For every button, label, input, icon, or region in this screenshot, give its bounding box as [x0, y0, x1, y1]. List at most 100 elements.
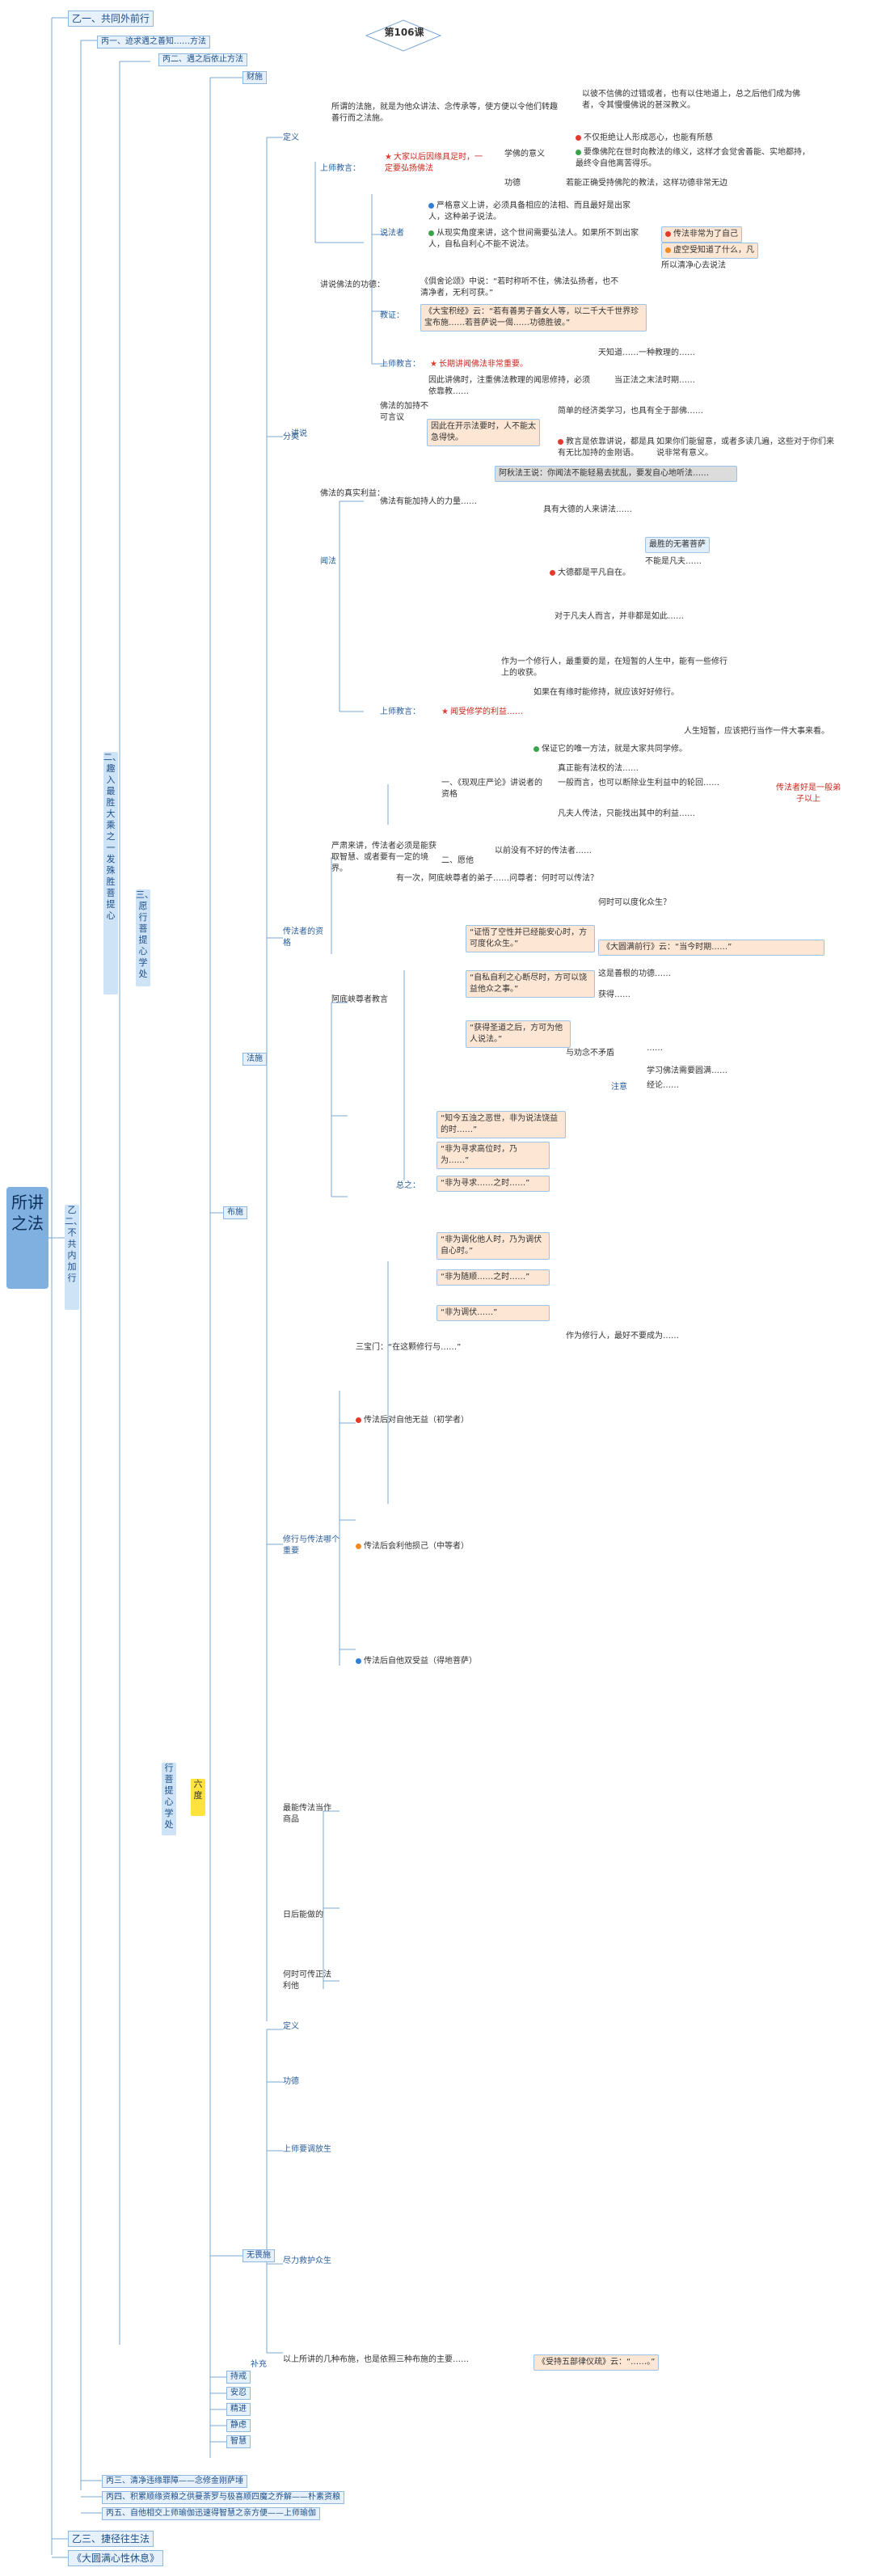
green-bullet-icon [576, 149, 581, 155]
node-anren[interactable]: 安忍 [226, 2387, 251, 2400]
root-label: 所讲之法 [11, 1193, 44, 1233]
node-adixia[interactable]: 阿底峡尊者教言 [331, 995, 388, 1004]
text-yishang: 以上所讲的几种布施，也是依照三种布施的主要…… [283, 2355, 469, 2364]
node-xinpu[interactable]: 行菩提心学处 [162, 1763, 176, 1835]
node-book[interactable]: 《大圆满心性休息》 [68, 2550, 164, 2566]
node-wenfa[interactable]: 闻法 [320, 557, 336, 566]
node-ding3[interactable]: 三、愿行菩提心学处 [136, 889, 154, 986]
text-youyici: 有一次，阿底峡尊者的弟子……问尊者：何时可以传法？ [396, 874, 598, 883]
xinpu-label: 行菩提心学处 [164, 1763, 174, 1830]
text-suishun: “非为随顺……之时……” [436, 1269, 550, 1286]
text-dade: 具有大德的人来讲法…… [543, 505, 632, 514]
text-shouchi: 《受持五部律仪疏》云：“……。” [534, 2354, 660, 2371]
blue-bullet-icon [428, 202, 434, 209]
node-zhongdeng[interactable]: 传法后会利他损己（中等者） [356, 1541, 469, 1552]
node-jiangshuo-gongde[interactable]: 讲说佛法的功德： [320, 281, 385, 289]
node-jiachi[interactable]: 佛法的加持不可言议 [380, 402, 428, 422]
node-heshi[interactable]: 何时可传正法利他 [283, 1970, 331, 1991]
node-shuozhe[interactable]: 说法者 [380, 229, 404, 238]
node-bing2[interactable]: 丙二、遇之后依止方法 [158, 53, 247, 66]
node-bing5[interactable]: 丙五、自他相交上师瑜伽迅速得智慧之亲方便——上师瑜伽 [102, 2507, 320, 2520]
node-zhihui[interactable]: 智慧 [226, 2435, 251, 2448]
star-icon: ★ [385, 153, 392, 162]
ding3-label: 三、愿行菩提心学处 [136, 889, 154, 979]
node-zongzhi[interactable]: 总之： [396, 1181, 420, 1190]
node-chijie[interactable]: 持戒 [226, 2371, 251, 2384]
node-caishi[interactable]: 财施 [242, 71, 267, 84]
node-gongde-1[interactable]: 功德 [504, 179, 521, 188]
node-jinglv[interactable]: 静虑 [226, 2419, 251, 2432]
node-dingyi[interactable]: 定义 [283, 133, 299, 142]
node-quannian[interactable]: 与劝念不矛盾 [566, 1049, 614, 1058]
node-jiaozhen[interactable]: 教证： [380, 311, 404, 320]
text-chuanfa-self: 传法非常为了自己 [661, 226, 742, 243]
red-bullet-icon [356, 1417, 361, 1423]
node-jiuhu[interactable]: 尽力救护众生 [283, 2257, 331, 2266]
green-bullet-icon [534, 745, 539, 752]
node-fa[interactable]: 法施 [242, 1053, 267, 1066]
node-six[interactable]: 六度 [191, 1779, 205, 1816]
text-wuzhu: 最胜的无著菩萨 [645, 537, 710, 553]
node-fenlei[interactable]: 分类 [283, 433, 299, 441]
node-yuanta[interactable]: 二、愿他 [441, 856, 474, 865]
text-fofa-liliang: 佛法有能加持人的力量…… [380, 497, 477, 506]
node-bing1[interactable]: 丙一、迹求遇之善知……方法 [97, 36, 210, 49]
node-shangpin[interactable]: 最能传法当作商品 [283, 1804, 331, 1824]
node-xuefo[interactable]: 学佛的意义 [504, 150, 545, 158]
node-wuwei-gongde[interactable]: 功德 [283, 2077, 299, 2086]
node-wuwei[interactable]: 无畏施 [242, 2249, 275, 2262]
text-xunqiu: “非为寻求……之时……” [436, 1176, 550, 1192]
node-jingjin[interactable]: 精进 [226, 2403, 251, 2416]
node-bing3[interactable]: 丙三、清净违缘罪障——念修金刚萨埵 [102, 2475, 247, 2488]
node-zizhe[interactable]: 传法者的资格 [283, 927, 323, 948]
node-chuxue[interactable]: 传法后对自他无益（初学者） [356, 1415, 469, 1426]
text-xiuxing: 作为一个修行人，最重要的是，在短暂的人生中，能有一些修行上的收获。 [501, 657, 728, 678]
text-qingjing: 所以清净心去说法 [661, 261, 726, 270]
text-heshi: 何时可以度化众生？ [598, 898, 671, 907]
node-zhuyi[interactable]: 注意 [611, 1083, 627, 1092]
node-yi2[interactable]: 乙二、不共内加行 [65, 1205, 82, 1310]
text-yiqian: 以前没有不好的传法者…… [495, 847, 592, 855]
red-bullet-icon [550, 569, 555, 576]
node-dedi[interactable]: 传法后自他双受益（得地菩萨） [356, 1656, 477, 1667]
root-node[interactable]: 所讲之法 [6, 1187, 48, 1289]
text-xianshi: 从现实角度来讲，这个世间需要弘法人。如果所不到出家人，自私自利心不能不说法。 [428, 229, 639, 249]
node-yi3[interactable]: 乙三、捷径往生法 [68, 2531, 154, 2547]
text-buneng-fanfu: 不能是凡夫…… [645, 557, 702, 566]
node-zhenshi[interactable]: 佛法的真实利益： [320, 489, 385, 498]
title-diamond [365, 19, 441, 52]
node-shangshen[interactable]: 上师教言： [320, 164, 361, 173]
node-rihou[interactable]: 日后能做的 [283, 1911, 323, 1919]
text-jiandan: 简单的经济类学习，也具有全于部佛…… [558, 407, 703, 416]
text-shangen: 这是善根的功德…… [598, 969, 671, 978]
node-jiangshuo[interactable]: 讲说 [291, 429, 307, 438]
node-jiaoyan-3[interactable]: 上师教言： [380, 707, 420, 716]
star-icon: ★ [430, 360, 437, 369]
text-xuexi: 学习佛法需要圆满…… [647, 1066, 728, 1075]
text-fanfu: 对于凡夫人而言，并非都是如此…… [555, 612, 684, 621]
text-kaishi: 因此在开示法要时，人不能太急得快。 [427, 419, 540, 446]
node-bu[interactable]: 布施 [223, 1206, 247, 1219]
node-bing4[interactable]: 丙四、积累顺缘资粮之供曼荼罗与极喜顺四魔之乔解——朴素资粮 [102, 2491, 344, 2504]
node-xiuxing-chuanfa[interactable]: 修行与传法哪个重要 [283, 1535, 340, 1556]
node-fangsheng[interactable]: 上师要调放生 [283, 2145, 331, 2154]
orange-bullet-icon [356, 1543, 361, 1549]
node-shangshi-2[interactable]: 上师教言： [380, 360, 420, 369]
text-yinci: 因此讲佛时，注重佛法教理的闻思修持，必须依靠教…… [428, 376, 590, 396]
page-title: 第106课 [384, 27, 424, 38]
text-tiaohua: “非为调化他人时，乃为调伏自心时。” [436, 1232, 550, 1260]
node-buchong[interactable]: 补充 [251, 2360, 267, 2369]
text-zuowei: 作为修行人，最好不要成为…… [566, 1332, 679, 1341]
node-wuwei-dingyi[interactable]: 定义 [283, 2022, 299, 2031]
node-yi1[interactable]: 乙一、共同外前行 [68, 11, 154, 27]
text-chaodu: …… [647, 1044, 663, 1053]
text-xukong: 虚空受知道了什么，凡 [661, 243, 758, 259]
node-xianguan[interactable]: 一、《现观庄严论》讲说者的资格 [441, 779, 542, 799]
node-jie[interactable]: 二、趣入最胜大乘之一发殊胜菩提心 [103, 752, 121, 995]
text-dade-zizai: 大德都是平凡自在。 [550, 568, 630, 579]
jie-label: 二、趣入最胜大乘之一发殊胜菩提心 [103, 752, 121, 921]
text-yansu: 严肃来讲，传法者必须是能获取智慧、或者要有一定的境界。 [331, 842, 436, 873]
text-changqi: ★长期讲闻佛法非常重要。 [430, 360, 528, 369]
